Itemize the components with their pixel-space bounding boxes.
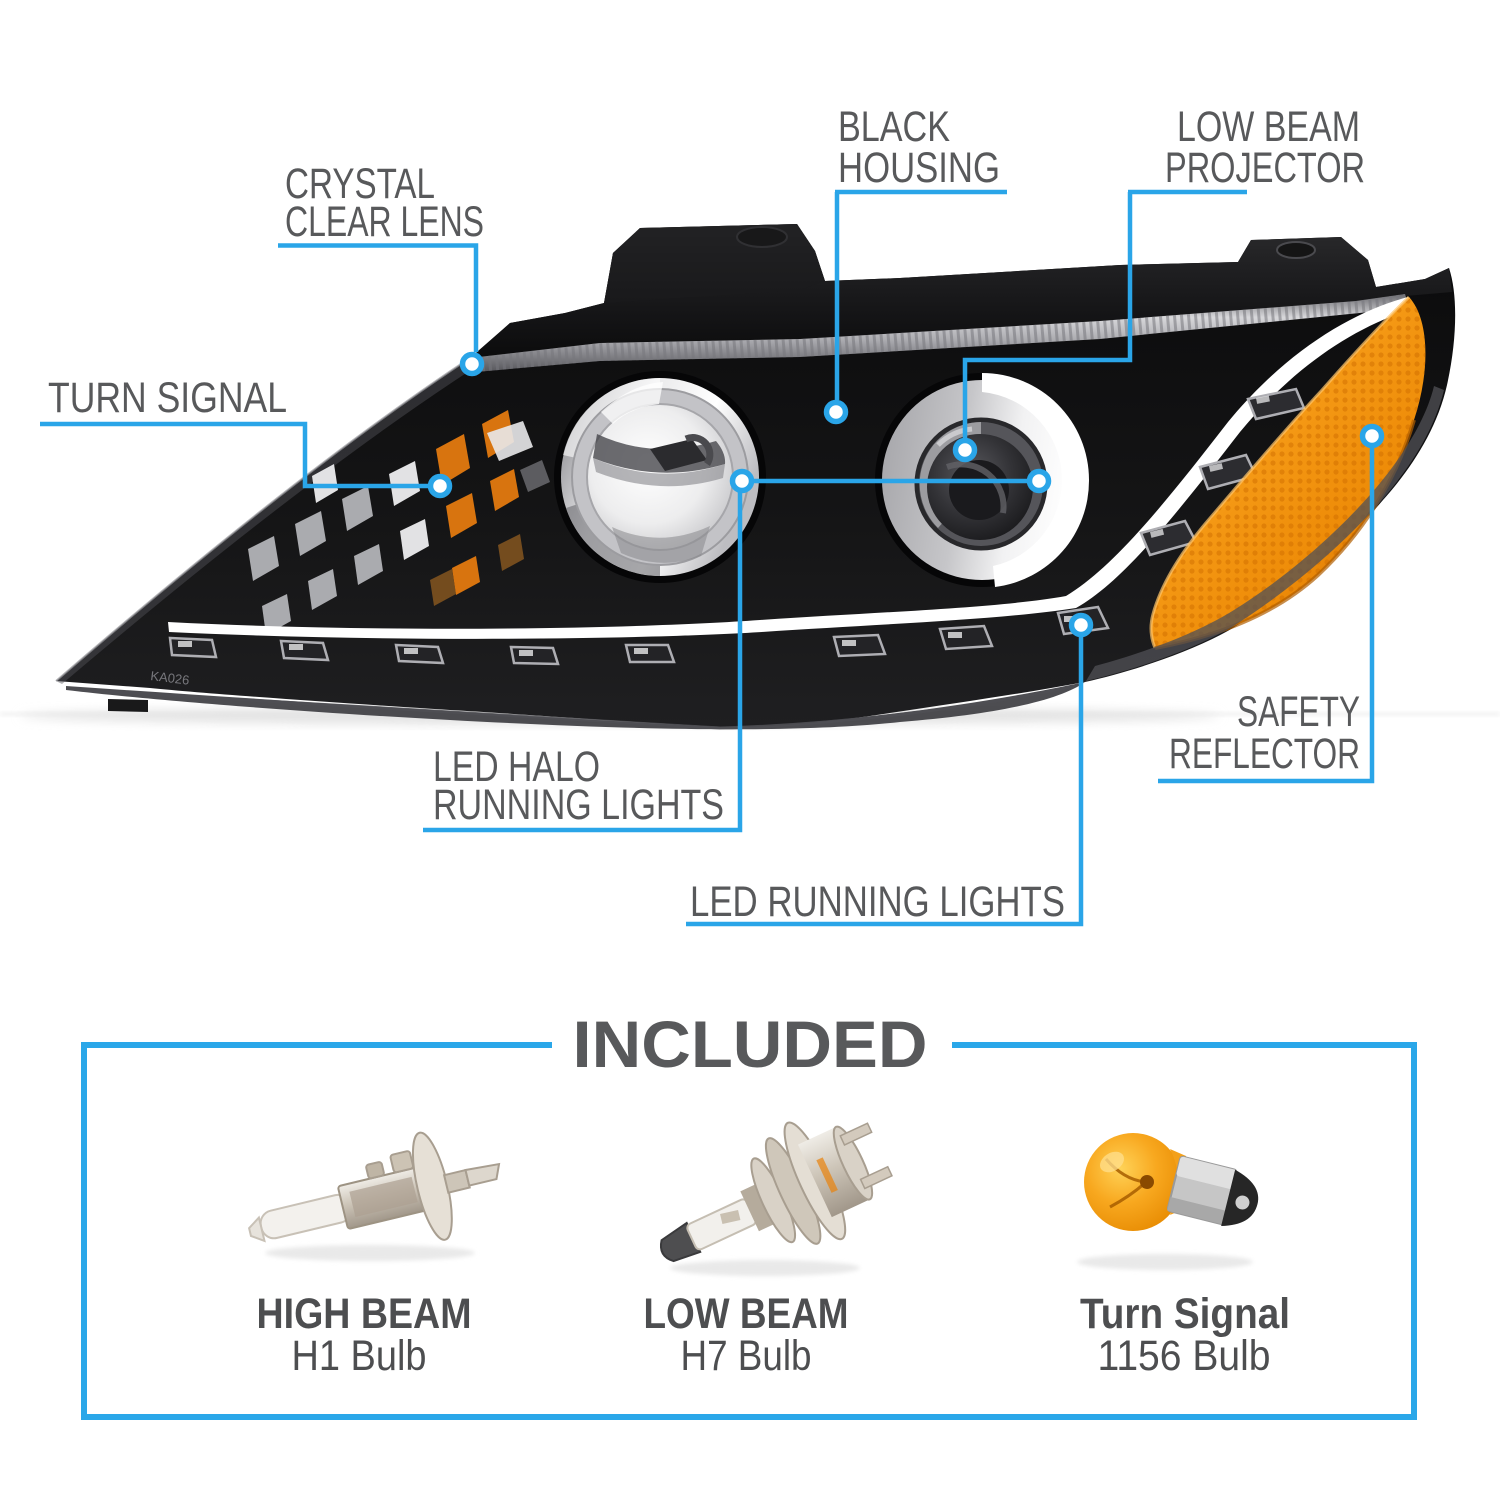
svg-text:SAFETY: SAFETY xyxy=(1237,688,1360,736)
svg-text:LED HALO: LED HALO xyxy=(433,743,600,791)
svg-text:CLEAR LENS: CLEAR LENS xyxy=(285,198,484,246)
svg-text:RUNNING LIGHTS: RUNNING LIGHTS xyxy=(433,781,724,829)
svg-text:LOW BEAM: LOW BEAM xyxy=(1177,103,1360,151)
svg-text:LOW BEAM: LOW BEAM xyxy=(644,1290,849,1338)
svg-text:LED RUNNING LIGHTS: LED RUNNING LIGHTS xyxy=(690,878,1065,926)
svg-text:Turn Signal: Turn Signal xyxy=(1080,1290,1290,1338)
svg-text:INCLUDED: INCLUDED xyxy=(573,1007,928,1081)
svg-text:1156 Bulb: 1156 Bulb xyxy=(1098,1332,1271,1380)
svg-text:H1 Bulb: H1 Bulb xyxy=(292,1332,427,1380)
svg-text:TURN SIGNAL: TURN SIGNAL xyxy=(48,374,287,422)
svg-text:KA026: KA026 xyxy=(150,668,191,688)
svg-text:BLACK: BLACK xyxy=(838,103,950,151)
svg-text:REFLECTOR: REFLECTOR xyxy=(1169,730,1360,778)
svg-text:CRYSTAL: CRYSTAL xyxy=(285,160,435,208)
svg-text:HOUSING: HOUSING xyxy=(838,144,1000,192)
svg-text:H7 Bulb: H7 Bulb xyxy=(681,1332,812,1380)
svg-text:HIGH BEAM: HIGH BEAM xyxy=(257,1290,472,1338)
svg-text:PROJECTOR: PROJECTOR xyxy=(1165,144,1365,192)
